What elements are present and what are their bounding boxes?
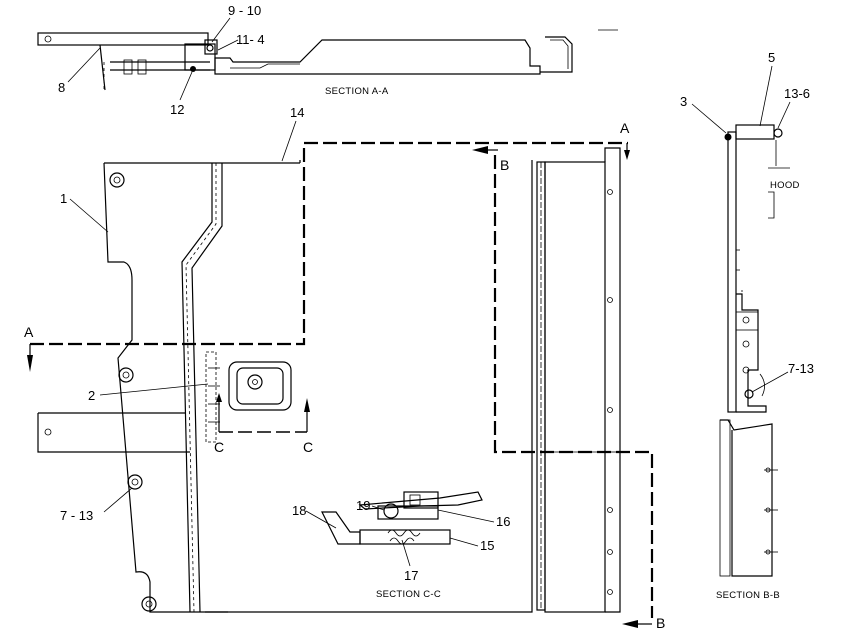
callout-14: 14 <box>290 105 304 120</box>
callout-12: 12 <box>170 102 184 117</box>
callout-11-4: 11- 4 <box>236 32 265 47</box>
cut-mark-a-left: A <box>24 324 34 340</box>
section-title-a-a: SECTION A-A <box>325 86 389 97</box>
cut-mark-b-bottom: B <box>656 615 665 631</box>
callout-3: 3 <box>680 94 687 109</box>
callout-5: 5 <box>768 50 775 65</box>
section-c-c-view: 18 19 16 15 17 SECTION C-C <box>292 491 510 600</box>
callout-16: 16 <box>496 514 510 529</box>
cut-mark-c-left: C <box>214 439 224 455</box>
section-title-b-b: SECTION B-B <box>716 590 780 601</box>
callout-17: 17 <box>404 568 418 583</box>
callout-1: 1 <box>60 191 67 206</box>
section-title-c-c: SECTION C-C <box>376 589 441 600</box>
callout-13-6: 13-6 <box>784 86 810 101</box>
section-a-a-view: 9 - 10 11- 4 8 12 SECTION A-A <box>37 3 618 117</box>
callout-18: 18 <box>292 503 306 518</box>
note-hood: HOOD <box>770 180 800 191</box>
section-b-b-view: 5 3 13-6 HOOD 7-13 SECTION B-B <box>680 50 814 601</box>
callout-15: 15 <box>480 538 494 553</box>
callout-9-10: 9 - 10 <box>228 3 261 18</box>
callout-2: 2 <box>88 388 95 403</box>
callout-7-13-left: 7 - 13 <box>60 508 93 523</box>
callout-19: 19 <box>356 498 370 513</box>
callout-7-13-right: 7-13 <box>788 361 814 376</box>
main-view: A A B B C C 14 1 2 7 - 13 <box>24 105 665 631</box>
callout-8: 8 <box>58 80 65 95</box>
cut-mark-b-top: B <box>500 157 509 173</box>
cut-mark-c-right: C <box>303 439 313 455</box>
cut-mark-a-top: A <box>620 120 630 136</box>
